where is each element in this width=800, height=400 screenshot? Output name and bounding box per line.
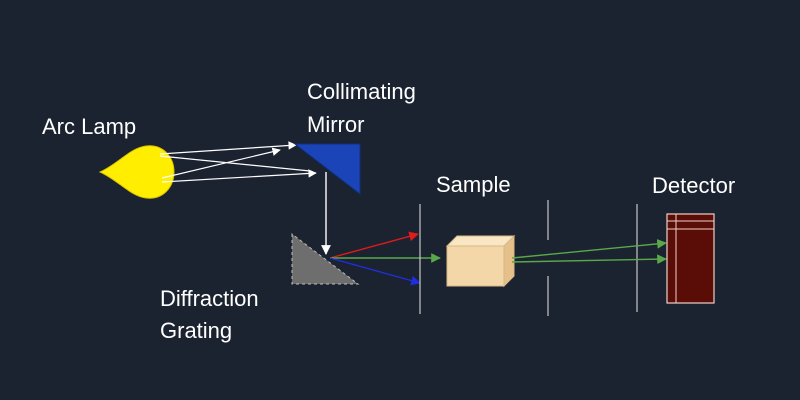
diffraction-grating-label-line1: Diffraction [160,286,259,311]
detector-shape [666,213,715,304]
sample-box-front [446,245,505,287]
blue-ray [329,257,421,286]
lamp-ray-4 [161,169,317,183]
diffraction-grating-shape [291,232,360,285]
detector-label: Detector [652,173,736,198]
diffraction-grating-label-line2: Grating [160,318,233,343]
arc-lamp-shape [98,145,175,199]
lamp-ray-1 [159,141,297,155]
sample-label: Sample [436,172,511,197]
sample-box-top [445,235,516,247]
collimating-mirror-label-line2: Mirror [307,112,365,137]
arc-lamp-label: Arc Lamp [42,114,137,139]
sample-to-detector-ray-1 [511,238,667,259]
lamp-ray-3 [159,155,311,172]
collimating-mirror-label-line1: Collimating [307,79,416,104]
lamp-ray-2 [161,147,281,179]
collimating-mirror-shape [293,143,361,196]
sample-to-detector-ray-2 [511,254,667,265]
red-ray [329,231,419,259]
